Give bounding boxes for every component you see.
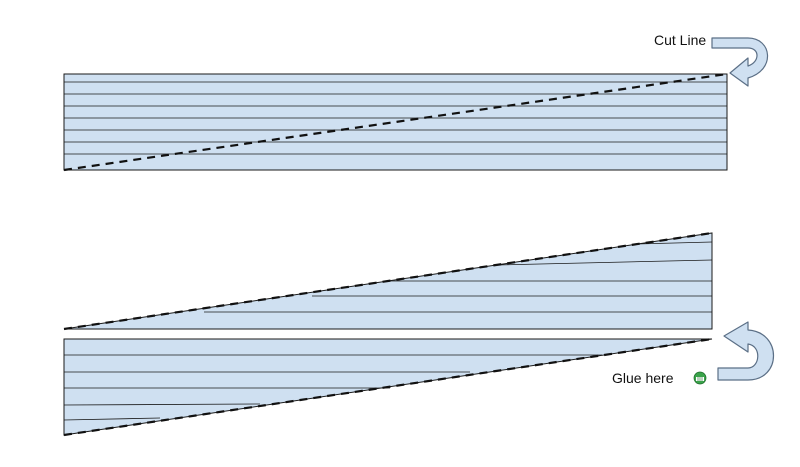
lower-cut-piece bbox=[63, 337, 713, 437]
upper-piece-stripes bbox=[204, 241, 713, 313]
curved-arrow-icon bbox=[717, 321, 774, 381]
curved-arrow-icon bbox=[711, 37, 769, 87]
upper-piece-cut-edge bbox=[63, 231, 713, 331]
original-strip bbox=[63, 72, 728, 172]
lower-piece-cut-edge bbox=[63, 337, 713, 437]
cut-line-label: Cut Line bbox=[654, 32, 706, 48]
glue-here-callout: Glue here bbox=[612, 321, 774, 386]
lower-piece-stripes bbox=[63, 354, 602, 421]
upper-cut-piece bbox=[63, 231, 713, 331]
smiley-icon bbox=[693, 371, 707, 385]
original-strip-stripes bbox=[64, 81, 727, 155]
cut-line-callout: Cut Line bbox=[654, 32, 769, 87]
glue-here-label: Glue here bbox=[612, 370, 674, 386]
